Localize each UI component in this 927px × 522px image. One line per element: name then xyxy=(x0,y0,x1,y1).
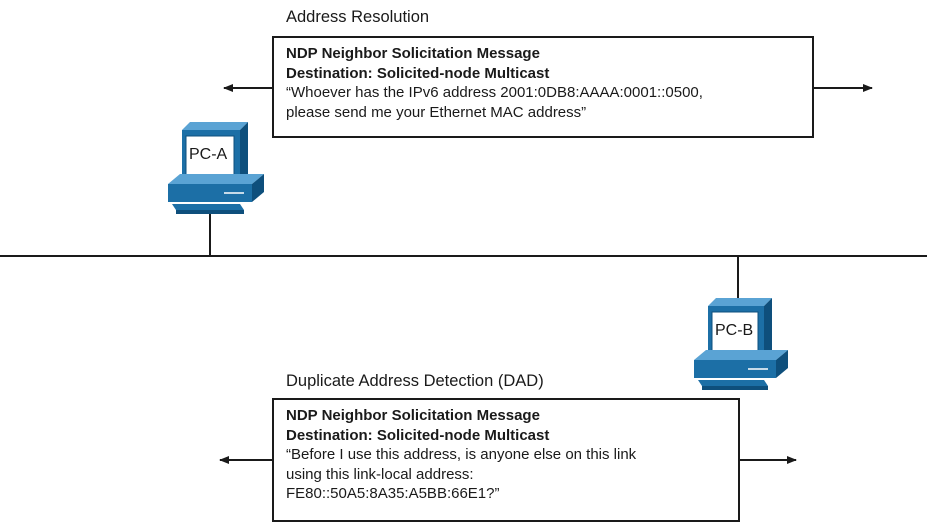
address-resolution-message-box: NDP Neighbor Solicitation Message Destin… xyxy=(272,36,814,138)
dad-destination: Destination: Solicited-node Multicast xyxy=(286,426,550,444)
dad-message-type: NDP Neighbor Solicitation Message xyxy=(286,407,540,424)
dad-quote: “Before I use this address, is anyone el… xyxy=(286,446,637,502)
ar-destination: Destination: Solicited-node Multicast xyxy=(286,64,550,82)
dad-message-box: NDP Neighbor Solicitation Message Destin… xyxy=(272,398,740,522)
pc-b-label: PC-B xyxy=(715,322,754,339)
dad-title: Duplicate Address Detection (DAD) xyxy=(286,372,544,390)
address-resolution-title: Address Resolution xyxy=(286,8,430,26)
pc-b-computer-icon xyxy=(694,298,788,390)
pc-a-label: PC-A xyxy=(189,146,228,163)
ar-quote: “Whoever has the IPv6 address 2001:0DB8:… xyxy=(286,84,703,121)
pc-a-computer-icon xyxy=(168,122,264,214)
ar-message-type: NDP Neighbor Solicitation Message xyxy=(286,45,540,62)
